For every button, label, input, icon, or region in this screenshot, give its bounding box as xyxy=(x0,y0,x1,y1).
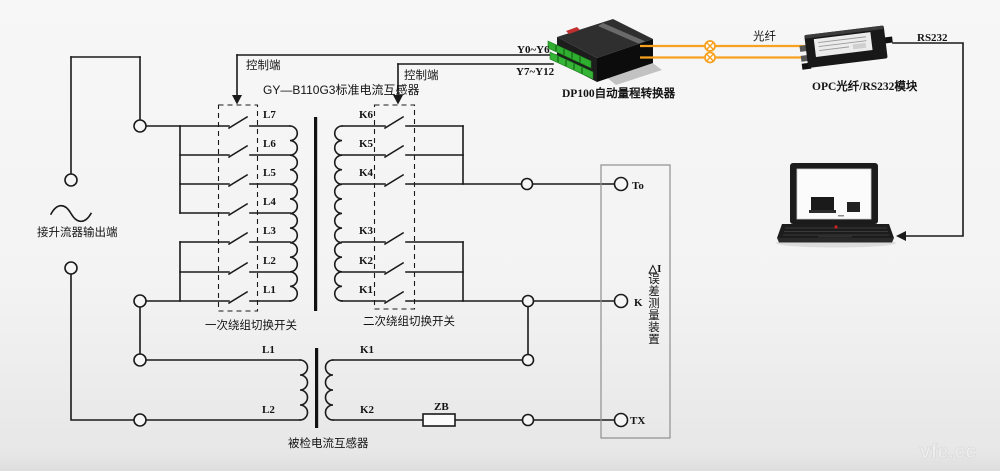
svg-text:L4: L4 xyxy=(263,196,276,208)
watermark: vfe.cc xyxy=(920,441,977,463)
dp100-labels: Y0~Y6 Y7~Y12 DP100自动量程转换器 xyxy=(516,44,676,100)
opc-label-panel xyxy=(813,32,873,57)
fiber-label: 光纤 xyxy=(753,29,776,43)
opc-labels: OPC光纤/RS232模块 RS232 xyxy=(812,32,948,93)
svg-text:K1: K1 xyxy=(360,344,374,356)
laptop-screen-content xyxy=(809,197,860,217)
junction-circles-right xyxy=(520,177,535,427)
svg-text:L1: L1 xyxy=(263,284,276,296)
svg-text:K1: K1 xyxy=(359,284,373,296)
svg-text:L7: L7 xyxy=(263,109,276,121)
control-label-2: 控制端 xyxy=(404,68,439,82)
test-ct-labels: L1 L2 K1 K2 ZB 被检电流互感器 xyxy=(262,344,449,450)
rs232-wire xyxy=(892,42,964,241)
error-device-box xyxy=(600,164,671,439)
svg-text:L3: L3 xyxy=(263,225,276,237)
control-arrow-1 xyxy=(232,95,242,105)
svg-text:DP100自动量程转换器: DP100自动量程转换器 xyxy=(562,86,676,100)
svg-text:量: 量 xyxy=(648,309,660,322)
svg-text:误: 误 xyxy=(648,273,660,286)
dp100-green-terminals xyxy=(547,40,594,80)
resistor-zb xyxy=(422,413,456,427)
terminal-to xyxy=(613,176,629,192)
dp100-device xyxy=(547,19,662,85)
rs232-arrow xyxy=(896,231,906,241)
svg-text:OPC光纤/RS232模块: OPC光纤/RS232模块 xyxy=(812,79,918,93)
svg-text:K3: K3 xyxy=(359,225,374,237)
secondary-switch-label: 二次绕组切换开关 xyxy=(363,314,455,328)
wires-left-feed xyxy=(70,56,301,421)
test-ct-windings xyxy=(299,305,616,428)
svg-text:△I: △I xyxy=(648,263,662,275)
dp100-red-tag xyxy=(566,27,580,34)
svg-text:To: To xyxy=(632,180,644,192)
svg-text:L5: L5 xyxy=(263,167,276,179)
source-label: 接升流器输出端 xyxy=(37,225,118,239)
svg-text:K2: K2 xyxy=(359,255,374,267)
primary-tap-labels: L7 L6 L5 L4 L3 L2 L1 xyxy=(263,109,276,296)
fiber-link xyxy=(640,40,805,64)
svg-text:RS232: RS232 xyxy=(917,32,948,44)
error-device-terminals xyxy=(613,176,629,428)
fiber-coupler-icon xyxy=(704,40,716,52)
svg-text:K: K xyxy=(634,297,643,309)
svg-text:被检电流互感器: 被检电流互感器 xyxy=(288,436,369,450)
terminal-k xyxy=(613,293,629,309)
svg-text:K6: K6 xyxy=(359,109,374,121)
standard-ct-core xyxy=(314,117,318,311)
svg-text:ZB: ZB xyxy=(434,401,449,413)
fiber-coupler-icon xyxy=(704,51,716,64)
junction-circles-left xyxy=(64,119,147,427)
primary-switch-box xyxy=(217,104,259,312)
terminal-tx xyxy=(613,412,629,428)
secondary-switch-blades xyxy=(341,115,616,305)
svg-text:装: 装 xyxy=(648,321,660,334)
svg-text:Y0~Y6: Y0~Y6 xyxy=(517,44,550,56)
test-ct-core xyxy=(315,348,319,428)
control-label-1: 控制端 xyxy=(246,58,281,72)
laptop-image xyxy=(776,163,896,248)
control-lines xyxy=(232,54,557,105)
svg-text:TX: TX xyxy=(630,415,645,427)
svg-text:测: 测 xyxy=(648,297,660,310)
svg-text:L6: L6 xyxy=(263,138,276,150)
ac-source-icon xyxy=(49,204,93,223)
secondary-switch-box xyxy=(373,104,416,310)
svg-text:差: 差 xyxy=(648,284,660,298)
svg-text:L2: L2 xyxy=(262,404,275,416)
svg-text:L2: L2 xyxy=(263,255,276,267)
svg-text:K4: K4 xyxy=(359,167,374,179)
control-arrow-2 xyxy=(393,95,403,105)
trackpoint-dot xyxy=(834,225,838,229)
standard-ct-title: GY—B110G3标准电流互感器 xyxy=(263,82,419,97)
svg-text:Y7~Y12: Y7~Y12 xyxy=(516,66,555,78)
svg-text:置: 置 xyxy=(648,333,660,346)
primary-switch-blades xyxy=(227,115,291,305)
svg-text:K5: K5 xyxy=(359,138,374,150)
primary-switch-label: 一次绕组切换开关 xyxy=(205,318,297,332)
opc-module xyxy=(799,25,893,70)
secondary-tap-labels: K6 K5 K4 K3 K2 K1 xyxy=(359,109,374,296)
svg-text:K2: K2 xyxy=(360,404,375,416)
svg-text:L1: L1 xyxy=(262,344,275,356)
standard-ct-windings xyxy=(289,117,343,311)
error-device-labels: To K TX △I 误 差 测 量 装 置 xyxy=(630,180,661,427)
